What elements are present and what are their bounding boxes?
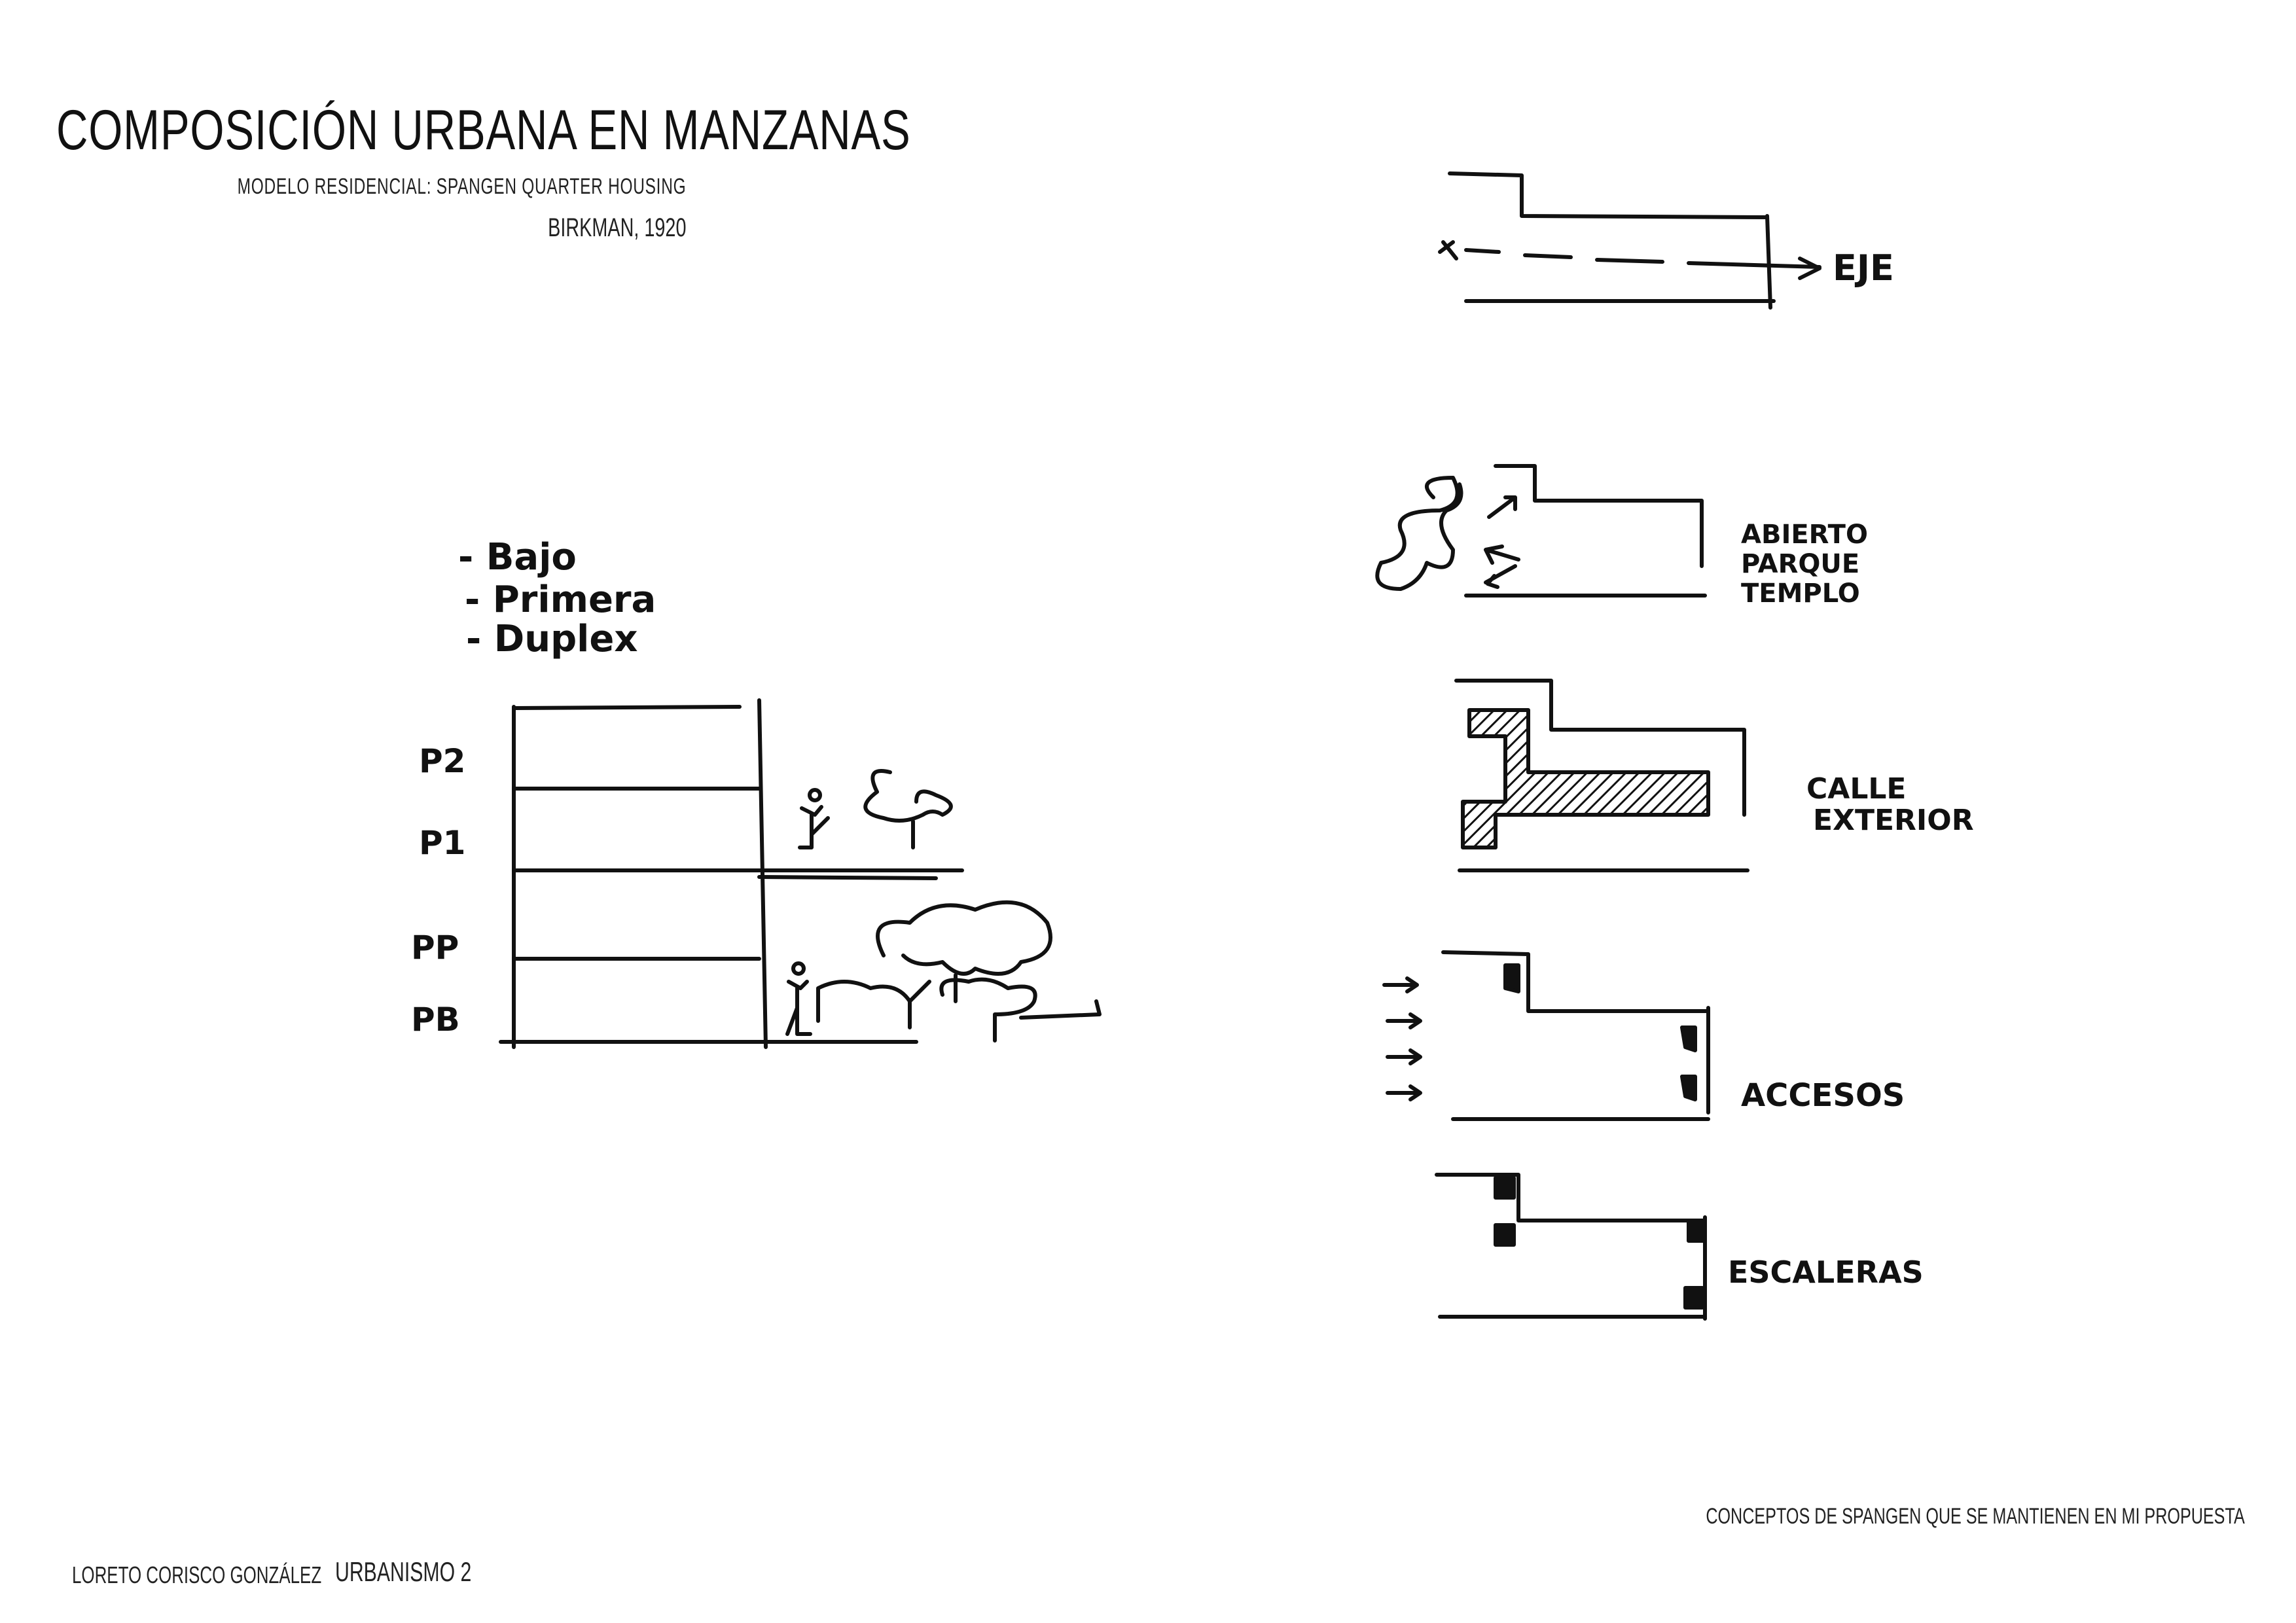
floor-label-pb: PB [411, 1001, 460, 1039]
dwelling-type-bajo: - Bajo [458, 536, 577, 579]
person-ground-floor [785, 961, 812, 1036]
section-sketch: - Bajo - Primera - Duplex P2 P1 PP PB [411, 536, 1102, 1049]
concepts-caption: CONCEPTOS DE SPANGEN QUE SE MANTIENEN EN… [1706, 1504, 2245, 1529]
concept-accesses: ACCESOS [1382, 950, 1905, 1121]
concept-open-park: ABIERTO PARQUE TEMPLO [1375, 464, 1868, 609]
floor-label-p1: P1 [419, 824, 465, 862]
tree-upper-terrace [863, 769, 953, 849]
building-section [499, 698, 964, 1049]
page-subtitle: MODELO RESIDENCIAL: SPANGEN QUARTER HOUS… [237, 174, 686, 199]
dwelling-type-duplex: - Duplex [466, 618, 637, 660]
label-accesos: ACCESOS [1741, 1077, 1905, 1114]
floor-label-p2: P2 [419, 742, 465, 780]
person-upper-terrace [798, 788, 830, 849]
label-escaleras: ESCALERAS [1728, 1255, 1924, 1290]
concept-exterior-street: CALLE EXTERIOR [1454, 679, 1974, 872]
concept-axis: EJE [1438, 171, 1894, 310]
author-year: BIRKMAN, 1920 [547, 213, 686, 242]
trees-ground-floor [876, 900, 1102, 1043]
footer-author: LORETO CORISCO GONZÁLEZ [72, 1561, 322, 1588]
dwelling-type-primera: - Primera [465, 579, 656, 621]
floor-label-pp: PP [411, 929, 459, 967]
label-templo: TEMPLO [1741, 579, 1860, 609]
label-abierto: ABIERTO [1741, 520, 1868, 550]
label-parque: PARQUE [1741, 549, 1859, 579]
footer-course: URBANISMO 2 [335, 1556, 472, 1587]
bench-ground-floor [816, 980, 912, 1029]
concept-diagrams: EJE ABIERTO PARQUE TEMPLO CALLE EXTERIOR [1375, 171, 1974, 1321]
label-eje: EJE [1833, 247, 1894, 289]
label-exterior: EXTERIOR [1813, 804, 1974, 837]
concept-stairs: ESCALERAS [1435, 1173, 1924, 1321]
label-calle: CALLE [1806, 772, 1906, 806]
